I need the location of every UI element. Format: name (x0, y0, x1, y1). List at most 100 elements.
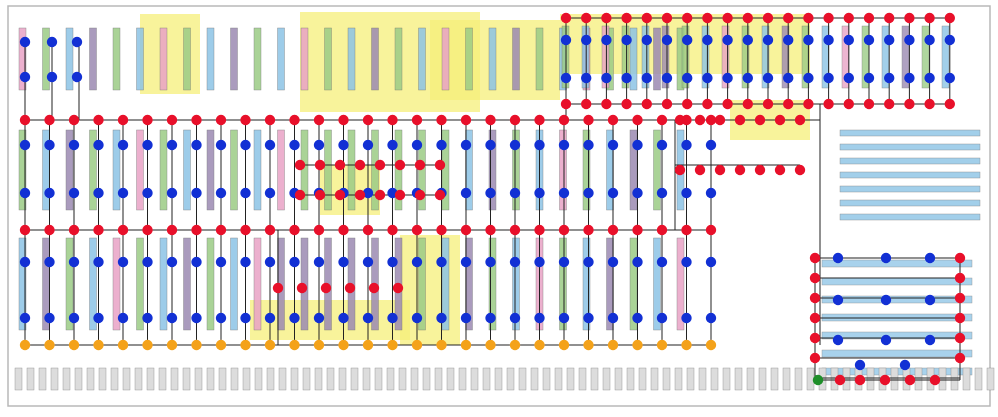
shelf (159, 237, 168, 331)
shelf (253, 237, 262, 331)
checkout-lane (218, 367, 227, 391)
checkout-lane (686, 367, 695, 391)
blue-node (823, 34, 834, 46)
blue-node (313, 312, 325, 324)
red-node (215, 114, 227, 126)
blue-node (944, 34, 955, 46)
shelf (394, 27, 403, 91)
orange-node (509, 339, 521, 351)
red-node (414, 159, 426, 171)
red-node (783, 98, 794, 110)
red-node (362, 114, 374, 126)
shelf (253, 27, 262, 91)
red-node (294, 159, 306, 171)
shelf (653, 129, 661, 211)
blue-node (863, 72, 875, 84)
shelf (781, 25, 790, 89)
blue-node (19, 256, 31, 268)
checkout-lane (734, 367, 743, 391)
blue-node (560, 72, 572, 84)
orange-node (289, 339, 300, 351)
checkout-lane (470, 367, 479, 391)
blue-node (362, 139, 374, 151)
checkout-lane (254, 367, 263, 391)
red-node (809, 312, 821, 324)
red-node (436, 224, 447, 236)
shelf (253, 129, 262, 211)
shelf (18, 237, 27, 331)
blue-node (117, 312, 129, 324)
red-node (904, 374, 916, 386)
blue-node (289, 256, 300, 268)
blue-node (460, 139, 472, 151)
orange-node (436, 339, 447, 351)
shelf (801, 25, 810, 89)
red-node (392, 282, 404, 294)
checkout-lane (662, 367, 671, 391)
blue-node (607, 312, 619, 324)
red-node (344, 282, 356, 294)
red-node (954, 312, 966, 324)
red-node (944, 98, 955, 110)
blue-node (117, 187, 129, 199)
blue-node (607, 187, 619, 199)
blue-node (705, 187, 717, 199)
blue-node (460, 256, 472, 268)
checkout-lane (302, 367, 311, 391)
orange-node (166, 339, 178, 351)
red-node (583, 224, 594, 236)
blue-node (944, 72, 955, 84)
blue-node (722, 34, 733, 46)
shelf (559, 237, 567, 331)
checkout-lane (242, 367, 251, 391)
blue-node (583, 139, 594, 151)
red-node (774, 114, 786, 126)
red-node (854, 374, 866, 386)
blue-node (621, 72, 632, 84)
blue-node (46, 36, 58, 48)
blue-node (436, 139, 447, 151)
red-node (44, 114, 55, 126)
checkout-lane (98, 367, 107, 391)
blue-node (264, 187, 276, 199)
blue-node (641, 72, 652, 84)
checkout-lane (554, 367, 563, 391)
shelf (839, 213, 981, 221)
shelf (65, 237, 74, 331)
red-node (694, 114, 706, 126)
red-node (93, 224, 104, 236)
checkout-lane (326, 367, 335, 391)
blue-node (601, 72, 612, 84)
shelf (347, 27, 356, 91)
shelf (206, 129, 215, 211)
blue-node (904, 72, 915, 84)
red-node (924, 12, 935, 24)
blue-node (68, 312, 80, 324)
orange-node (681, 339, 692, 351)
checkout-lane (482, 367, 491, 391)
red-node (394, 159, 406, 171)
red-node (387, 224, 398, 236)
checkout-lane (50, 367, 59, 391)
blue-node (803, 72, 814, 84)
checkout-lane (398, 367, 407, 391)
checkout-lane (374, 367, 383, 391)
red-node (621, 12, 632, 24)
shelf (18, 27, 27, 91)
checkout-lane (26, 367, 35, 391)
blue-node (68, 139, 80, 151)
blue-node (534, 312, 545, 324)
blue-node (832, 334, 844, 346)
shelf (418, 27, 426, 91)
checkout-lane (974, 367, 983, 391)
red-node (823, 12, 834, 24)
checkout-lane (866, 367, 875, 391)
red-node (834, 374, 846, 386)
red-node (313, 114, 325, 126)
blue-node (702, 72, 713, 84)
blue-node (166, 312, 178, 324)
blue-node (485, 139, 496, 151)
shelf (821, 331, 973, 340)
red-node (166, 114, 178, 126)
blue-node (19, 71, 31, 83)
